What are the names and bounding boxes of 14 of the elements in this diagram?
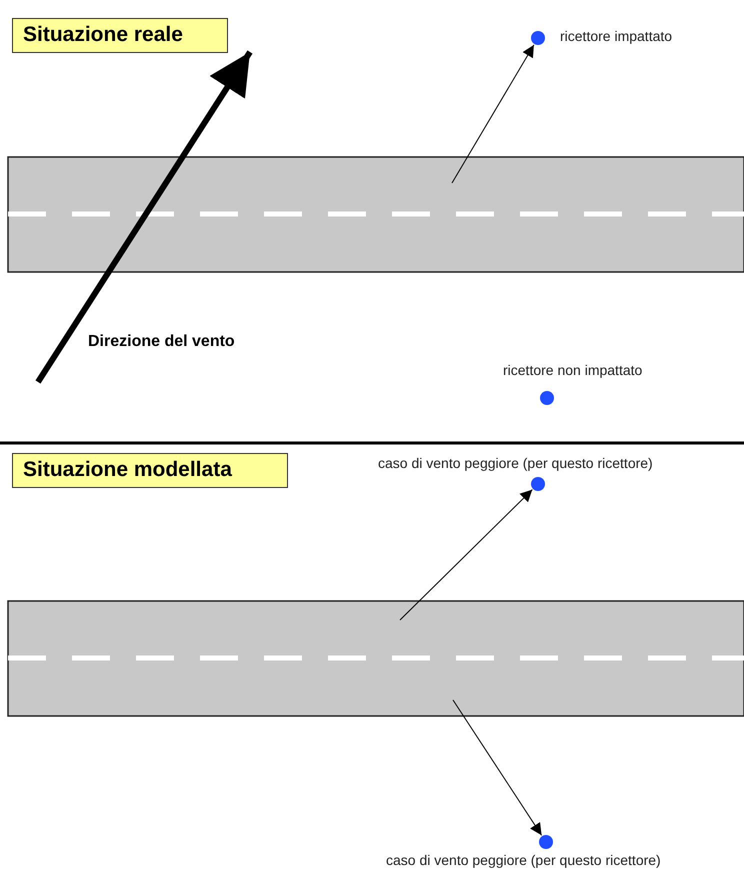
receptor-label: ricettore impattato: [560, 28, 672, 44]
receptor-label: ricettore non impattato: [503, 362, 642, 378]
receptor-label: caso di vento peggiore (per questo ricettore): [378, 455, 653, 471]
receptor-dot: [531, 31, 545, 45]
receptor-dot: [540, 391, 554, 405]
receptor-dot: [539, 835, 553, 849]
section-title: Situazione reale: [12, 18, 228, 53]
receptor-dot: [531, 477, 545, 491]
arrow: [452, 44, 534, 184]
section-title: Situazione modellata: [12, 453, 288, 488]
receptor-label: caso di vento peggiore (per questo ricettore): [386, 852, 661, 868]
arrow: [400, 489, 533, 620]
wind-direction-label: Direzione del vento: [88, 333, 235, 351]
arrow: [452, 700, 542, 836]
